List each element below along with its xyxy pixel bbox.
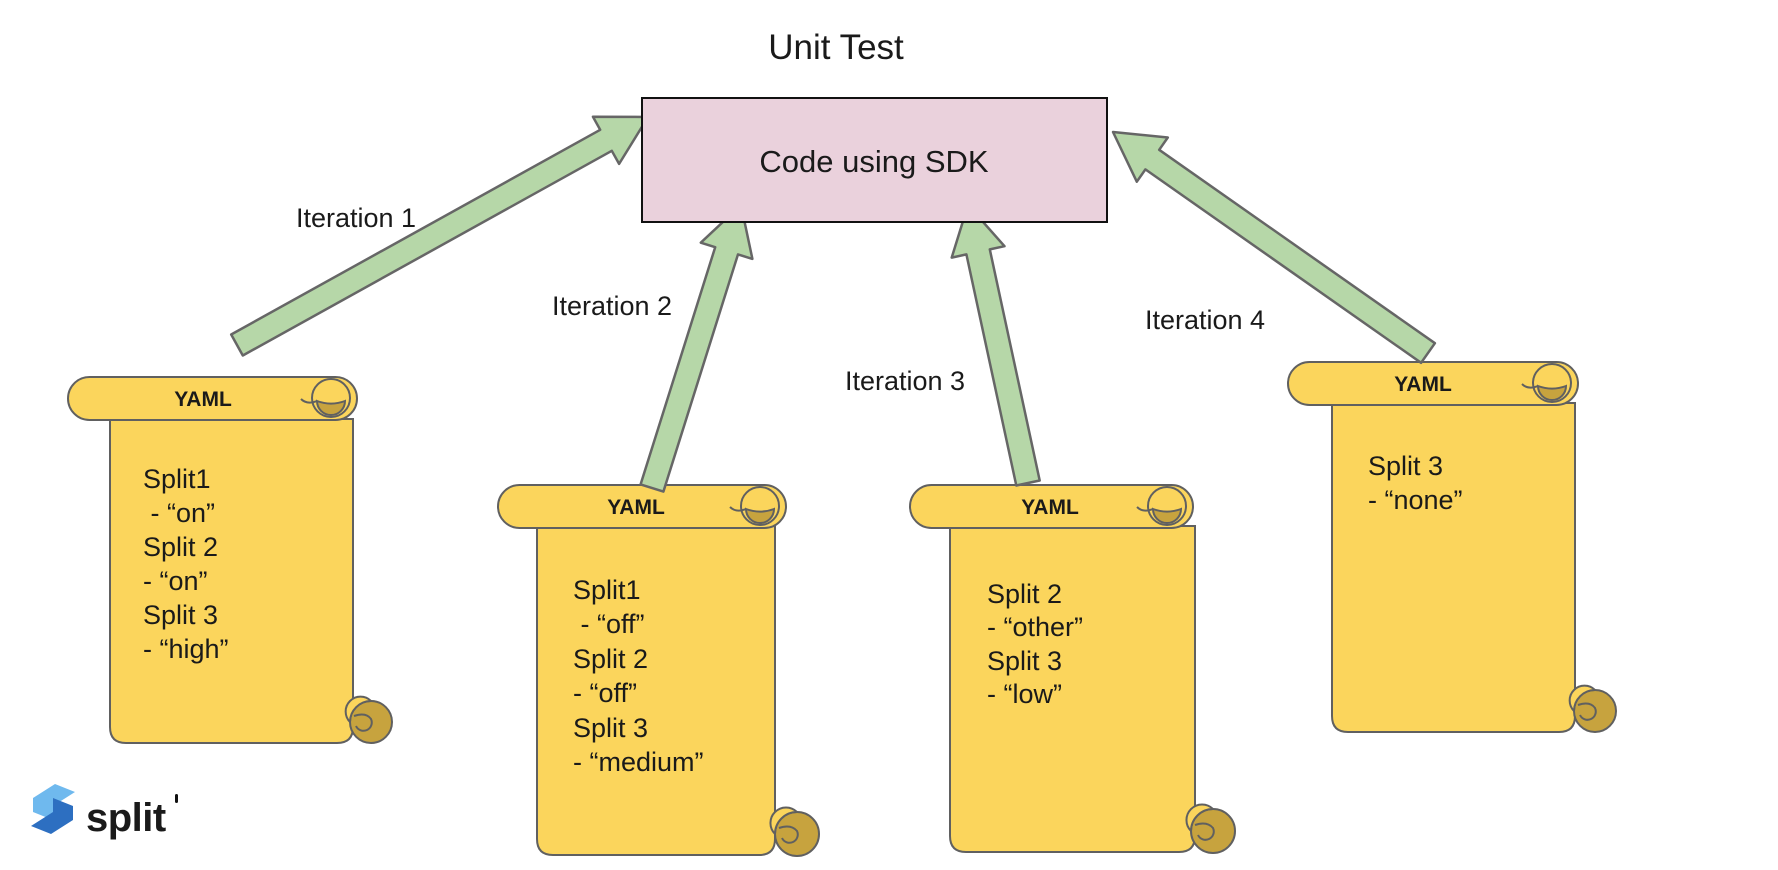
scroll-2-line: - “off” xyxy=(573,609,645,639)
scroll-4-top-roll xyxy=(1287,361,1579,406)
logo-trademark-tick xyxy=(175,794,178,803)
scroll-3-line: Split 2 xyxy=(987,579,1062,609)
arrow-iteration-3 xyxy=(950,203,1041,487)
scroll-2-line: Split1 xyxy=(573,575,641,605)
scroll-1-top-curl-hook xyxy=(300,398,318,404)
scroll-1-line: Split 2 xyxy=(143,532,218,562)
arrow-iteration-4 xyxy=(1111,130,1437,365)
scroll-1-line: - “on” xyxy=(143,566,208,596)
scroll-4-body xyxy=(1331,402,1576,733)
scroll-2-body xyxy=(536,525,776,856)
split-logo: split xyxy=(31,784,178,840)
scroll-3-top-roll xyxy=(909,484,1194,529)
split-logo-wordmark: split xyxy=(86,796,166,840)
scroll-1-line: Split1 xyxy=(143,464,211,494)
scroll-4-header: YAML xyxy=(1394,373,1452,396)
yaml-scroll-4: YAML Split 3 - “none” xyxy=(1287,361,1617,733)
scroll-3-line: - “other” xyxy=(987,612,1083,642)
scroll-3-top-curl-shade xyxy=(1151,507,1183,524)
scroll-1-line: Split 3 xyxy=(143,600,218,630)
scroll-3-line: Split 3 xyxy=(987,646,1062,676)
code-using-sdk-box: Code using SDK xyxy=(641,97,1108,223)
scroll-4-bottom-curl-face xyxy=(1568,684,1598,714)
split-logo-icon xyxy=(31,784,75,834)
scroll-4-bottom-curl-hook xyxy=(1577,702,1597,721)
scroll-2-bottom-curl-face xyxy=(769,806,800,837)
scroll-3-bottom-curl-hook xyxy=(1194,822,1215,841)
scroll-3-line: - “low” xyxy=(987,679,1062,709)
scroll-2-header: YAML xyxy=(607,496,665,519)
scroll-1-line: - “on” xyxy=(143,498,215,528)
code-box-label: Code using SDK xyxy=(759,144,989,179)
scroll-2-top-curl-shade xyxy=(744,507,776,524)
iteration-3-label: Iteration 3 xyxy=(845,366,965,396)
scroll-2-top-curl-hook xyxy=(729,506,747,512)
yaml-scroll-1: YAML Split1 - “on” Split 2 - “on” Split … xyxy=(67,376,393,744)
scroll-1-header: YAML xyxy=(174,388,232,411)
scroll-4-top-curl-hook xyxy=(1521,383,1539,389)
code-box-rect xyxy=(641,97,1108,223)
scroll-3-header: YAML xyxy=(1021,496,1079,519)
scroll-1-top-roll xyxy=(67,376,358,421)
iteration-4-label: Iteration 4 xyxy=(1145,305,1265,335)
scroll-2-line: - “medium” xyxy=(573,747,704,777)
scroll-3-bottom-curl-face xyxy=(1185,803,1216,834)
scroll-4-line: Split 3 xyxy=(1368,451,1443,481)
arrow-iteration-2 xyxy=(639,203,754,493)
scroll-3-top-curl-hook xyxy=(1136,506,1154,512)
scroll-1-line: - “high” xyxy=(143,634,229,664)
arrow-iteration-1 xyxy=(229,115,650,357)
iteration-2-label: Iteration 2 xyxy=(552,291,672,321)
scroll-4-top-curl-shade xyxy=(1536,384,1568,401)
scroll-2-line: - “off” xyxy=(573,678,637,708)
scroll-2-line: Split 2 xyxy=(573,644,648,674)
scroll-2-bottom-curl-hook xyxy=(778,825,799,844)
scroll-1-bottom-curl-hook xyxy=(353,713,373,732)
yaml-scroll-2: YAML Split1 - “off” Split 2 - “off” Spli… xyxy=(497,484,820,857)
iteration-1-label: Iteration 1 xyxy=(296,203,416,233)
scroll-2-line: Split 3 xyxy=(573,713,648,743)
split-logo-icon-dark-ribbon xyxy=(31,798,73,834)
scroll-4-line: - “none” xyxy=(1368,485,1463,515)
scroll-1-top-curl-shade xyxy=(315,399,347,416)
page-title: Unit Test xyxy=(768,28,904,67)
scroll-1-bottom-curl-face xyxy=(344,695,374,725)
yaml-scroll-3: YAML Split 2 - “other” Split 3 - “low” xyxy=(909,484,1236,854)
